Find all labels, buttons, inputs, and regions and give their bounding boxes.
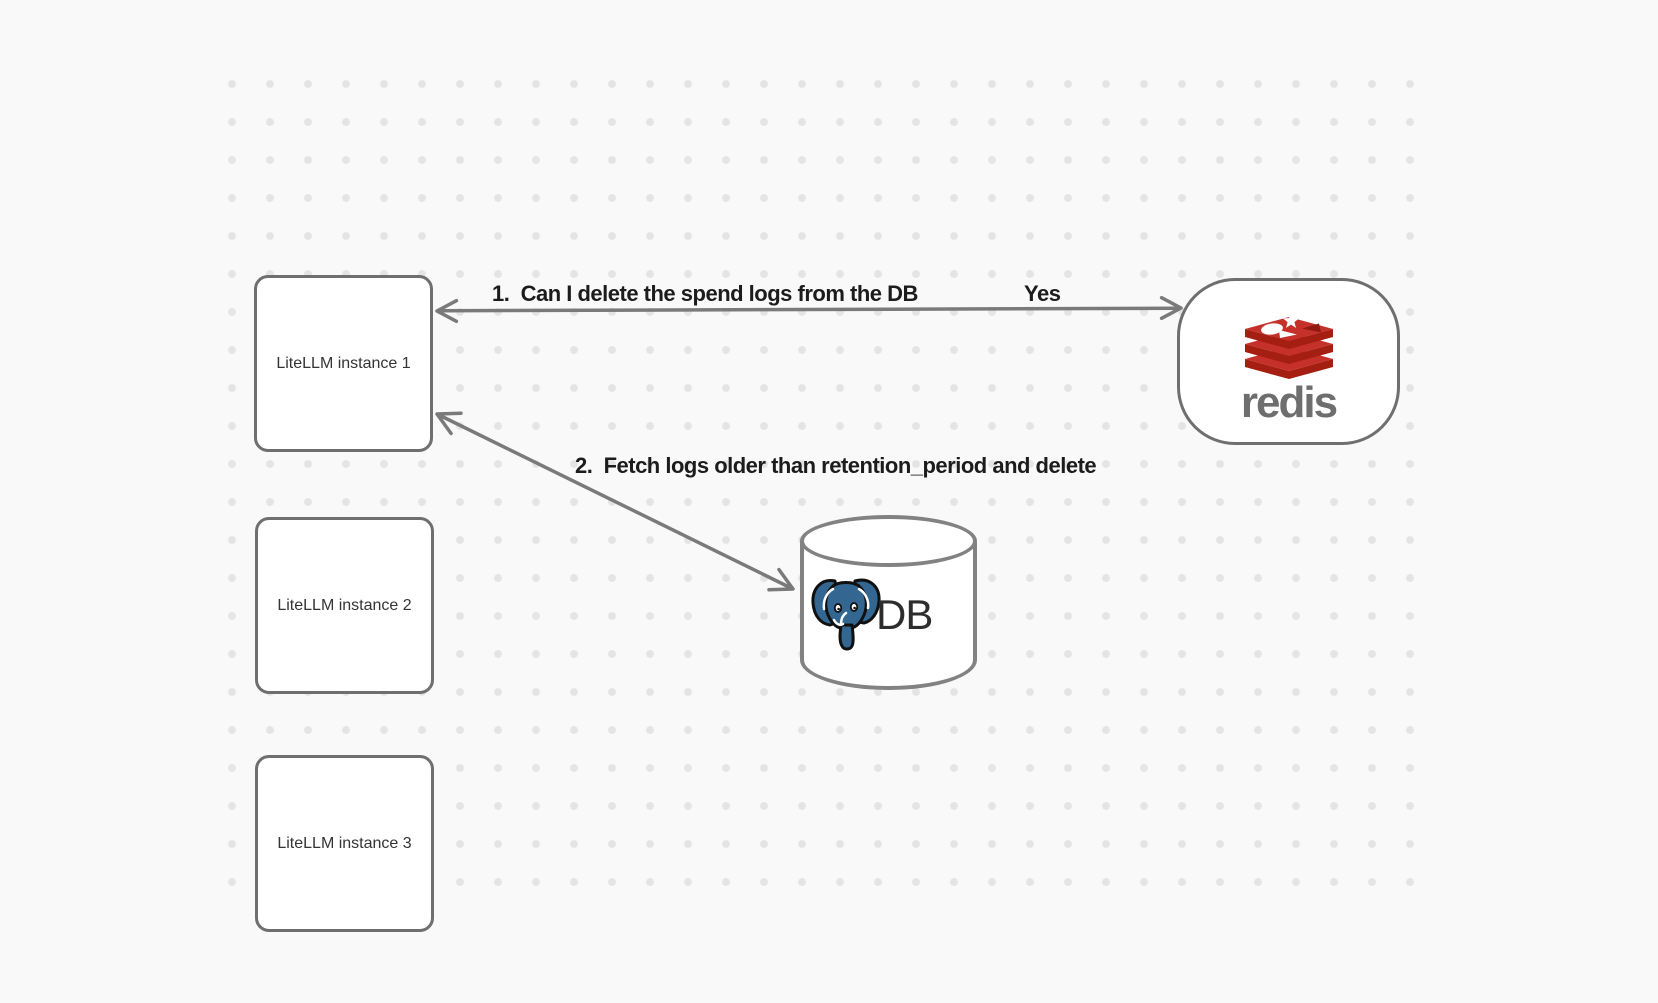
arrow-redis-litellm[interactable]: [435, 295, 1183, 324]
redis-logo-icon: [1244, 312, 1333, 379]
cylinder-top-ellipse: [800, 515, 977, 567]
litellm-instance-3-label: LiteLLM instance 3: [277, 834, 412, 852]
redis-wordmark: redis: [1240, 378, 1338, 427]
database-cylinder-node[interactable]: DB: [800, 515, 977, 690]
arrow-2-label[interactable]: 2. Fetch logs older than retention_perio…: [575, 453, 1097, 478]
litellm-instance-2-node[interactable]: LiteLLM instance 2: [255, 517, 434, 694]
postgresql-elephant-icon: [811, 578, 881, 651]
litellm-instance-3-node[interactable]: LiteLLM instance 3: [255, 755, 434, 932]
litellm-instance-1-node[interactable]: LiteLLM instance 1: [254, 275, 433, 452]
arrow-1-label[interactable]: 1. Can I delete the spend logs from the …: [492, 281, 918, 306]
arrow-litellm-db[interactable]: [435, 411, 795, 592]
redis-node[interactable]: redis: [1177, 278, 1400, 445]
litellm-instance-2-label: LiteLLM instance 2: [277, 596, 412, 614]
litellm-instance-1-label: LiteLLM instance 1: [276, 354, 411, 372]
cylinder-body: [800, 541, 977, 690]
arrow-1-response-label[interactable]: Yes: [1024, 281, 1061, 306]
db-label: DB: [876, 591, 933, 638]
